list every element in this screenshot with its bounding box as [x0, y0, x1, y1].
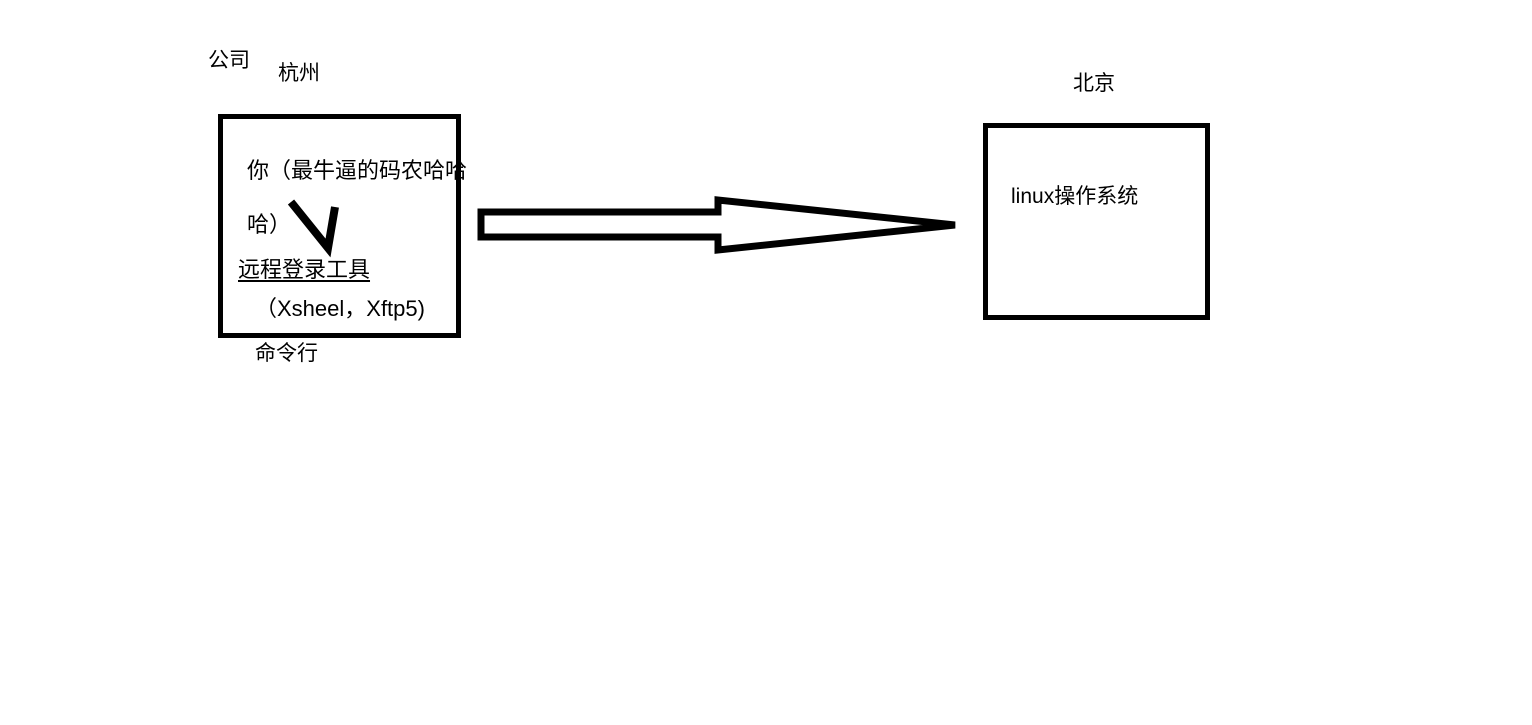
- left-node-line-1: 你（最牛逼的码农哈哈: [247, 158, 468, 183]
- left-node-line-3: 远程登录工具: [238, 257, 371, 282]
- right-node-box[interactable]: [983, 123, 1210, 320]
- right-node-line-1: linux操作系统: [1011, 185, 1139, 208]
- label-company: 公司: [208, 49, 250, 72]
- left-node-box[interactable]: [218, 114, 461, 338]
- left-node-line-2: 哈）: [247, 212, 292, 237]
- label-command-line: 命令行: [255, 342, 318, 365]
- left-node-line-4: （Xsheel，Xftp5): [255, 296, 425, 321]
- label-hangzhou: 杭州: [278, 62, 320, 85]
- label-beijing: 北京: [1073, 72, 1115, 95]
